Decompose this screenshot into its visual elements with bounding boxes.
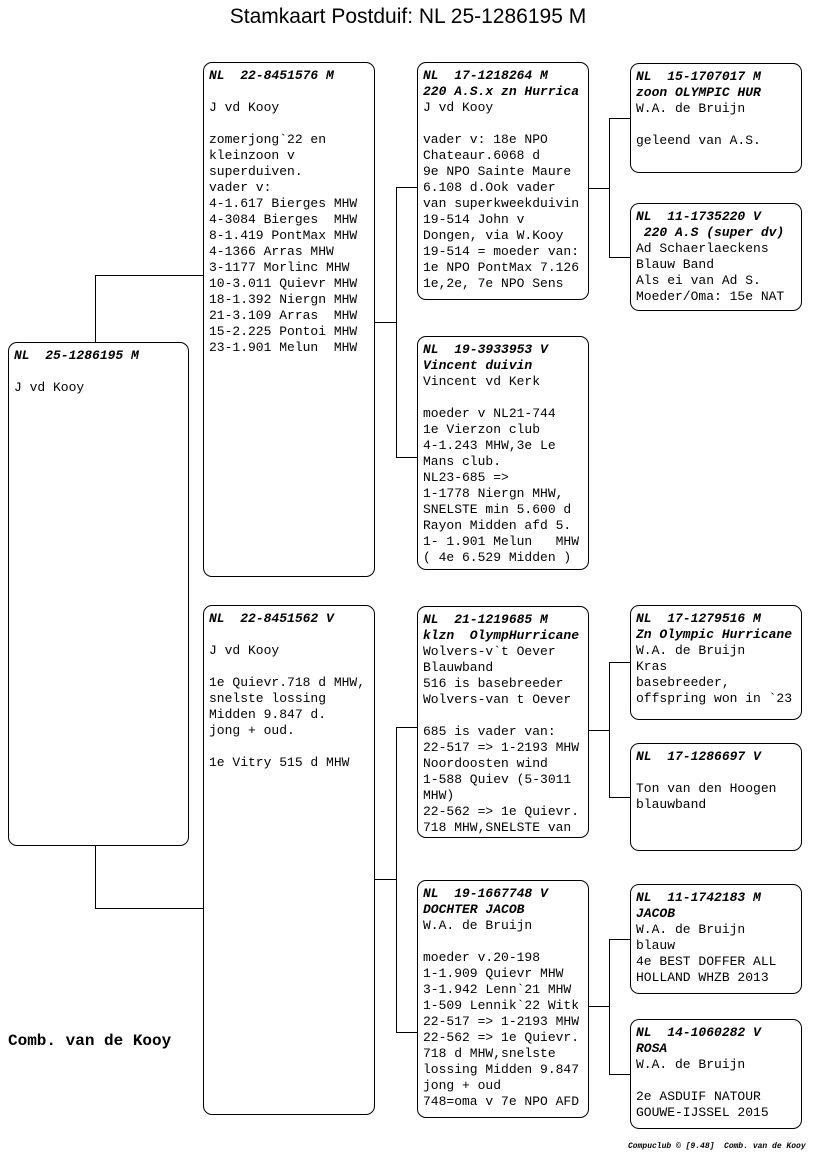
connector-line — [609, 797, 630, 798]
connector-line — [396, 457, 417, 458]
pigeon-name — [636, 765, 796, 781]
pedigree-box-dam-dam-sire: NL 11-1742183 M JACOB W.A. de Bruijn bla… — [630, 884, 802, 994]
ring-number: NL 17-1286697 V — [636, 749, 761, 764]
pigeon-details: J vd Kooy vader v: 18e NPO Chateaur.6068… — [423, 100, 580, 291]
pigeon-name: Vincent duivin — [423, 358, 533, 373]
connector-line — [609, 939, 610, 1075]
pigeon-name: 220 A.S.x zn Hurrica — [423, 84, 580, 99]
pedigree-box-dam-sire-dam: NL 17-1286697 V Ton van den Hoogen blauw… — [630, 743, 802, 851]
ring-number: NL 22-8451576 M — [209, 68, 334, 83]
connector-line — [95, 908, 203, 909]
pigeon-name — [14, 364, 183, 380]
connector-line — [95, 275, 203, 276]
pigeon-details: J vd Kooy 1e Quievr.718 d MHW, snelste l… — [209, 643, 366, 770]
ring-number: NL 19-3933953 V — [423, 342, 548, 357]
pigeon-name: zoon OLYMPIC HUR — [636, 85, 761, 100]
ring-number: NL 11-1742183 M — [636, 890, 761, 905]
connector-line — [396, 187, 397, 458]
connector-line — [396, 1032, 417, 1033]
pedigree-box-subject: NL 25-1286195 M J vd Kooy — [8, 342, 189, 846]
pedigree-box-dam-sire-sire: NL 17-1279516 M Zn Olympic Hurricane W.A… — [630, 605, 802, 720]
ring-number: NL 15-1707017 M — [636, 69, 761, 84]
connector-line — [95, 846, 96, 909]
ring-number: NL 19-1667748 V — [423, 886, 548, 901]
pigeon-name — [209, 84, 369, 100]
ring-number: NL 17-1279516 M — [636, 611, 761, 626]
connector-line — [589, 730, 609, 731]
connector-line — [609, 1074, 630, 1075]
pigeon-details: W.A. de Bruijn Kras basebreeder, offspri… — [636, 643, 793, 706]
connector-line — [609, 662, 630, 663]
pigeon-details: W.A. de Bruijn moeder v.20-198 1-1.909 Q… — [423, 918, 580, 1109]
ring-number: NL 21-1219685 M — [423, 612, 548, 627]
pigeon-details: W.A. de Bruijn 2e ASDUIF NATOUR GOUWE-IJ… — [636, 1057, 769, 1120]
pigeon-details: Vincent vd Kerk moeder v NL21-744 1e Vie… — [423, 374, 580, 565]
pigeon-name: DOCHTER JACOB — [423, 902, 525, 917]
pigeon-name — [209, 627, 369, 643]
pedigree-box-dam-dam: NL 19-1667748 V DOCHTER JACOB W.A. de Br… — [417, 880, 589, 1118]
connector-line — [396, 727, 417, 728]
pigeon-details: W.A. de Bruijn blauw 4e BEST DOFFER ALL … — [636, 922, 777, 985]
ring-number: NL 14-1060282 V — [636, 1025, 761, 1040]
connector-line — [609, 118, 630, 119]
connector-line — [609, 118, 610, 258]
pigeon-details: J vd Kooy — [14, 380, 85, 395]
pigeon-details: Wolvers-v`t Oever Blauwband 516 is baseb… — [423, 644, 580, 835]
ring-number: NL 11-1735220 V — [636, 209, 761, 224]
pigeon-name: Zn Olympic Hurricane — [636, 627, 793, 642]
pigeon-details: J vd Kooy zomerjong`22 en kleinzoon v su… — [209, 100, 358, 355]
connector-line — [609, 939, 630, 940]
connector-line — [396, 187, 417, 188]
connector-line — [396, 727, 397, 1033]
owner-label: Comb. van de Kooy — [8, 1032, 172, 1050]
pigeon-name: 220 A.S (super dv) — [636, 225, 785, 240]
connector-line — [589, 1006, 609, 1007]
pedigree-box-dam: NL 22-8451562 V J vd Kooy 1e Quievr.718 … — [203, 605, 375, 1115]
pigeon-details: W.A. de Bruijn geleend van A.S. — [636, 101, 761, 148]
ring-number: NL 25-1286195 M — [14, 348, 139, 363]
pigeon-details: Ad Schaerlaeckens Blauw Band Als ei van … — [636, 241, 785, 304]
pedigree-box-sire-sire-sire: NL 15-1707017 M zoon OLYMPIC HUR W.A. de… — [630, 63, 802, 173]
pigeon-name: ROSA — [636, 1041, 668, 1056]
page-title: Stamkaart Postduif: NL 25-1286195 M — [229, 5, 587, 28]
pedigree-box-sire-dam: NL 19-3933953 V Vincent duivin Vincent v… — [417, 336, 589, 570]
software-credit: Compuclub © [9.48] Comb. van de Kooy — [628, 1142, 806, 1151]
pigeon-details: Ton van den Hoogen blauwband — [636, 781, 777, 812]
pedigree-box-dam-sire: NL 21-1219685 M klzn OlympHurricane Wolv… — [417, 606, 589, 838]
ring-number: NL 22-8451562 V — [209, 611, 334, 626]
pedigree-box-dam-dam-dam: NL 14-1060282 V ROSA W.A. de Bruijn 2e A… — [630, 1019, 802, 1129]
connector-line — [609, 257, 630, 258]
pigeon-name: klzn OlympHurricane — [423, 628, 580, 643]
connector-line — [375, 879, 396, 880]
pigeon-name: JACOB — [636, 906, 676, 921]
connector-line — [95, 275, 96, 343]
ring-number: NL 17-1218264 M — [423, 68, 548, 83]
connector-line — [609, 662, 610, 798]
connector-line — [589, 188, 609, 189]
pedigree-box-sire-sire: NL 17-1218264 M 220 A.S.x zn Hurrica J v… — [417, 62, 589, 300]
pedigree-box-sire: NL 22-8451576 M J vd Kooy zomerjong`22 e… — [203, 62, 375, 577]
pedigree-box-sire-sire-dam: NL 11-1735220 V 220 A.S (super dv) Ad Sc… — [630, 203, 802, 311]
connector-line — [375, 322, 396, 323]
